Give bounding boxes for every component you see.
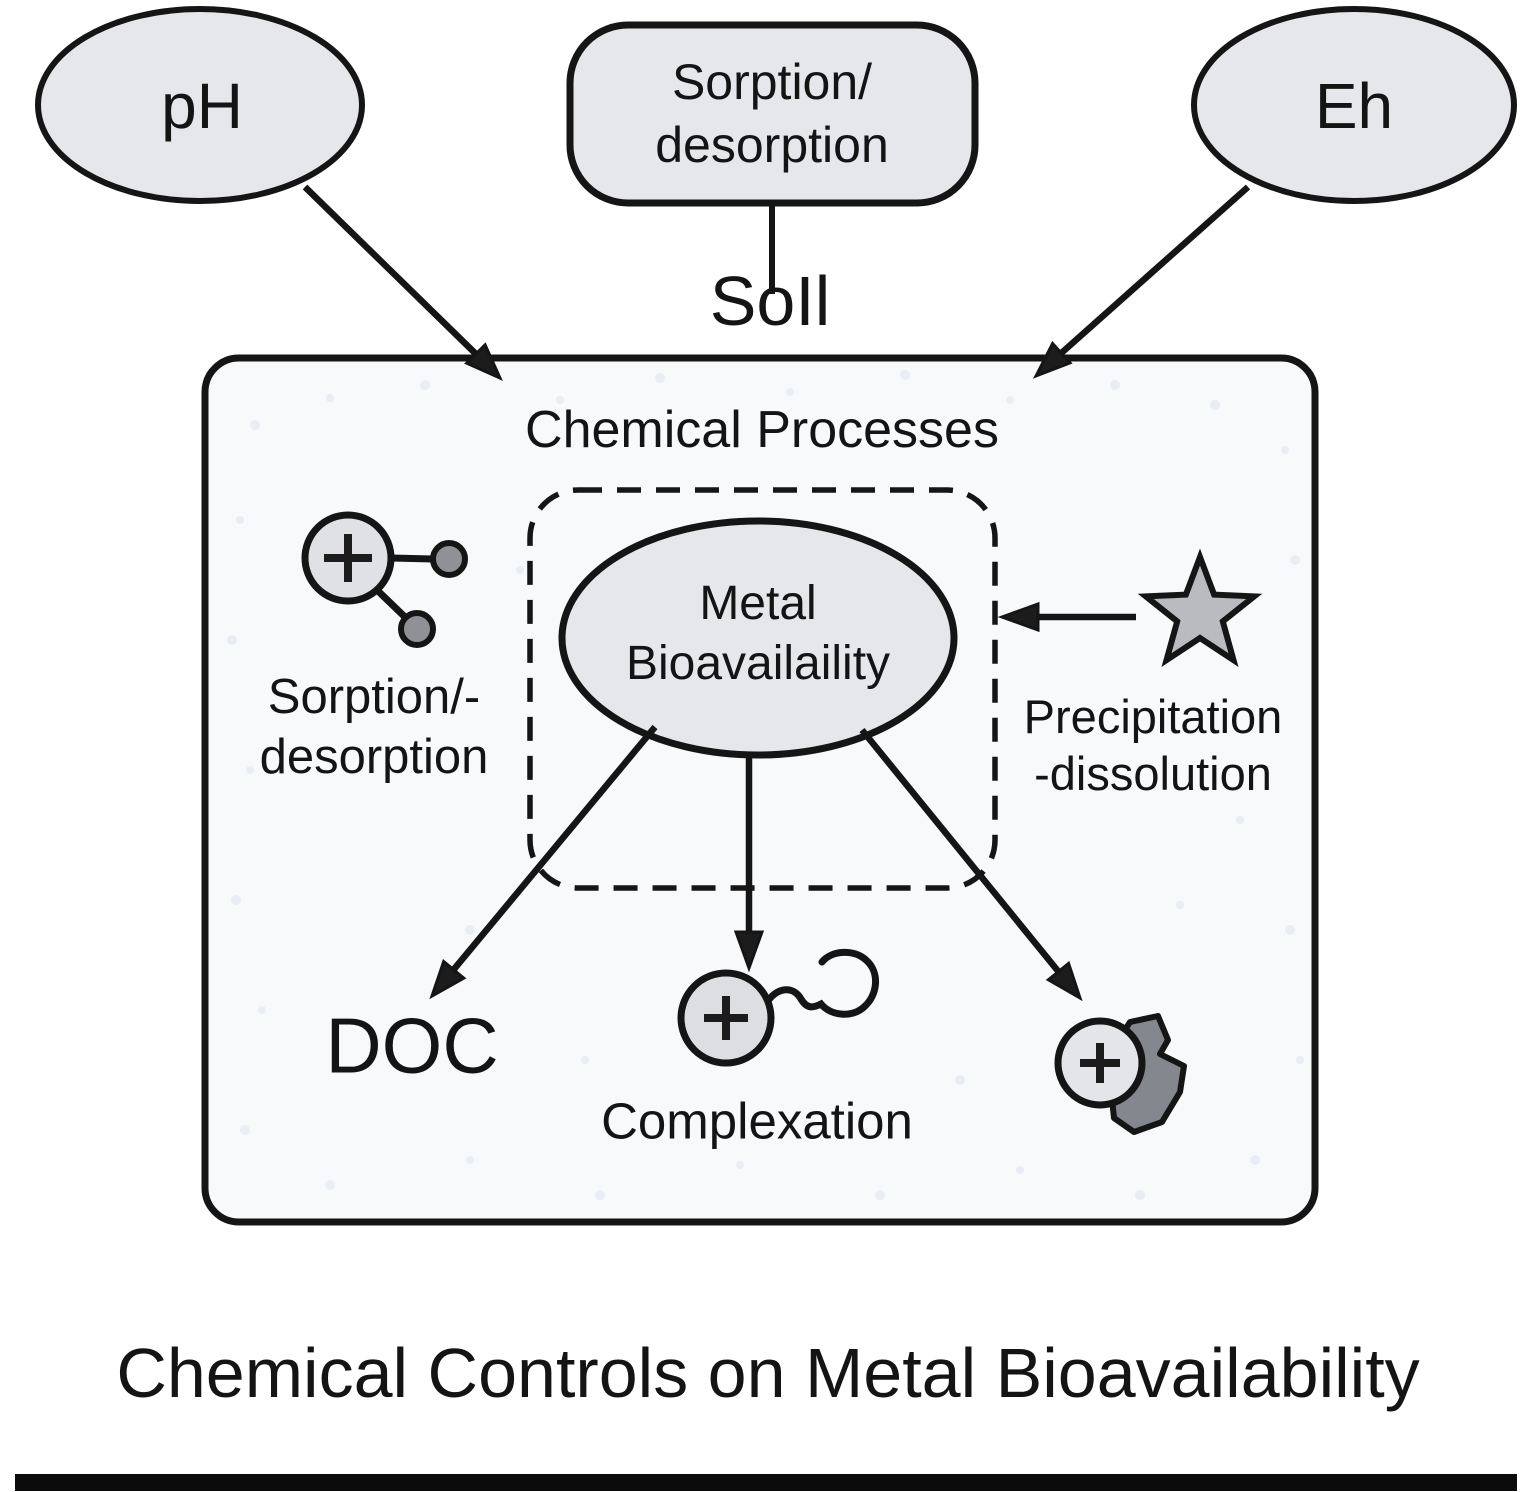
precipitation-line2: -dissolution xyxy=(1034,747,1272,800)
figure-caption: Chemical Controls on Metal Bioavailabili… xyxy=(116,1334,1420,1412)
eh-label: Eh xyxy=(1314,70,1394,142)
eh-ellipse xyxy=(1191,6,1517,204)
precipitation-dissolution-label: Precipitation -dissolution xyxy=(1024,688,1283,802)
ph-ellipse xyxy=(35,6,365,204)
metal-line1: Metal xyxy=(699,577,817,630)
sorption-node-line1: Sorption/ xyxy=(671,54,873,110)
sorption-label-line1: Sorption/- xyxy=(267,670,481,724)
sorption-desorption-node-label: Sorption/ desorption xyxy=(655,51,889,177)
complexation-label: Complexation xyxy=(601,1092,913,1150)
precipitation-line1: Precipitation xyxy=(1023,690,1283,743)
soil-label: SoIl xyxy=(709,262,831,340)
sorption-desorption-label: Sorption/- desorption xyxy=(260,667,489,787)
ph-label: pH xyxy=(161,70,243,142)
cation-ligand-icon xyxy=(677,948,879,1067)
particle-arrow xyxy=(859,727,1083,1002)
metal-bioavailability-ellipse xyxy=(558,517,958,759)
sorption-node-line2: desorption xyxy=(655,117,889,173)
bottom-rule xyxy=(15,1474,1517,1491)
eh-arrow xyxy=(1032,184,1251,379)
sorption-desorption-node xyxy=(566,21,979,207)
chemical-processes-title: Chemical Processes xyxy=(525,401,999,459)
complexation-arrow xyxy=(733,756,765,973)
bioavailability-dashed-box xyxy=(527,487,998,891)
doc-arrow xyxy=(429,724,658,1000)
star-icon xyxy=(1137,548,1263,668)
metal-bioavailability-label: Metal Bioavailaility xyxy=(626,574,890,694)
metal-line2: Bioavailaility xyxy=(625,637,891,690)
ph-arrow xyxy=(302,184,503,381)
doc-label: DOC xyxy=(325,1001,499,1090)
chemical-processes-box xyxy=(201,354,1319,1226)
precipitation-arrow xyxy=(997,601,1136,633)
sorption-label-line2: desorption xyxy=(259,730,489,784)
soil-speckles xyxy=(227,370,1304,1200)
cation-sorption-icon xyxy=(301,511,468,648)
cation-particle-icon xyxy=(1054,1013,1187,1135)
